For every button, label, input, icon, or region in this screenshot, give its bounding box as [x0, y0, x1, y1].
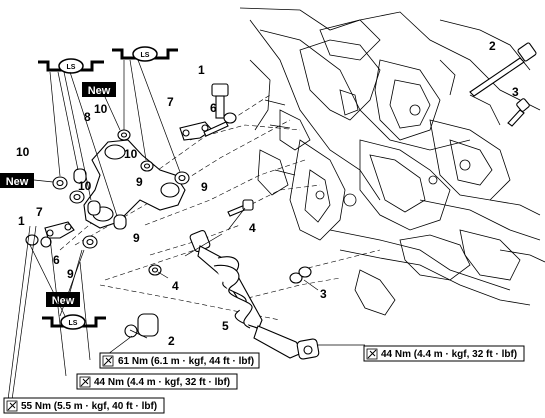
ls-label: LS: [67, 64, 76, 71]
nut-3-lower: [289, 266, 312, 284]
callout-2-upper: 2: [489, 39, 496, 53]
ls-label: LS: [141, 52, 150, 59]
ls-marker-top-left: LS: [38, 58, 104, 74]
svg-text:44 Nm (4.4 m · kgf, 32 ft · lb: 44 Nm (4.4 m · kgf, 32 ft · lbf): [94, 377, 230, 388]
bolt-6-upper: [203, 112, 237, 137]
new-badge-top: New: [82, 82, 116, 97]
bolt-1-lower: [25, 234, 39, 246]
callout-5: 5: [222, 319, 229, 333]
new-badge-bottom: New: [46, 292, 80, 307]
svg-text:New: New: [88, 85, 111, 97]
torque-spec-44-right: 44 Nm (4.4 m · kgf, 32 ft · lbf): [363, 345, 525, 362]
svg-text:New: New: [6, 176, 29, 188]
rear-shock-absorber: [189, 230, 320, 360]
ls-marker-bottom: LS: [42, 314, 106, 330]
callout-6-upper: 6: [210, 101, 217, 115]
callout-9-upper: 9: [136, 175, 143, 189]
nut-4-lower: [148, 264, 162, 276]
bolt-3-upper: [507, 98, 530, 127]
bolt-4-upper: [227, 199, 254, 217]
svg-text:44 Nm (4.4 m · kgf, 32 ft · lb: 44 Nm (4.4 m · kgf, 32 ft · lbf): [381, 349, 517, 360]
torque-spec-55: 55 Nm (5.5 m · kgf, 40 ft · lbf): [3, 397, 165, 414]
collar-2-lower: [124, 313, 159, 338]
new-badge-left: New: [0, 173, 34, 188]
callout-10-left: 10: [16, 145, 30, 159]
callout-10-mid: 10: [124, 147, 138, 161]
callout-numbers: 1 2 3 7 6 8 10 10 10 10 9 9 9 9 1 7 6 4 …: [16, 39, 519, 348]
ls-marker-top-right: LS: [112, 46, 178, 62]
bolt-2-long: [469, 42, 537, 97]
leader-lines: [7, 59, 365, 401]
callout-9-right: 9: [201, 180, 208, 194]
callout-4-lower: 4: [172, 279, 179, 293]
callout-10-top: 10: [94, 102, 108, 116]
callout-9-lower: 9: [133, 231, 140, 245]
callout-9-bottom: 9: [67, 267, 74, 281]
callout-7-lower: 7: [36, 205, 43, 219]
callout-3-lower: 3: [320, 287, 327, 301]
svg-text:61 Nm (6.1 m · kgf, 44 ft · lb: 61 Nm (6.1 m · kgf, 44 ft · lbf): [118, 356, 254, 367]
callout-8: 8: [84, 110, 91, 124]
callout-10-lower: 10: [78, 179, 92, 193]
svg-text:55 Nm (5.5 m · kgf, 40 ft · lb: 55 Nm (5.5 m · kgf, 40 ft · lbf): [21, 401, 157, 412]
bolt-1-upper: [211, 83, 229, 119]
callout-4-upper: 4: [249, 221, 256, 235]
callout-1-lower: 1: [18, 214, 25, 228]
motorcycle-frame: [239, 7, 545, 316]
callout-7-upper: 7: [167, 95, 174, 109]
callout-2-lower: 2: [168, 334, 175, 348]
connecting-arm-lower: [44, 221, 75, 239]
bolt-6-lower: [40, 236, 52, 248]
relay-arm: [83, 139, 186, 229]
collars-10: [52, 129, 190, 249]
ls-label: LS: [69, 320, 78, 327]
torque-spec-61: 61 Nm (6.1 m · kgf, 44 ft · lbf): [99, 352, 260, 369]
callout-1-upper: 1: [198, 63, 205, 77]
callout-3-upper: 3: [512, 85, 519, 99]
torque-spec-44-left: 44 Nm (4.4 m · kgf, 32 ft · lbf): [76, 373, 238, 390]
callout-6-lower: 6: [53, 253, 60, 267]
